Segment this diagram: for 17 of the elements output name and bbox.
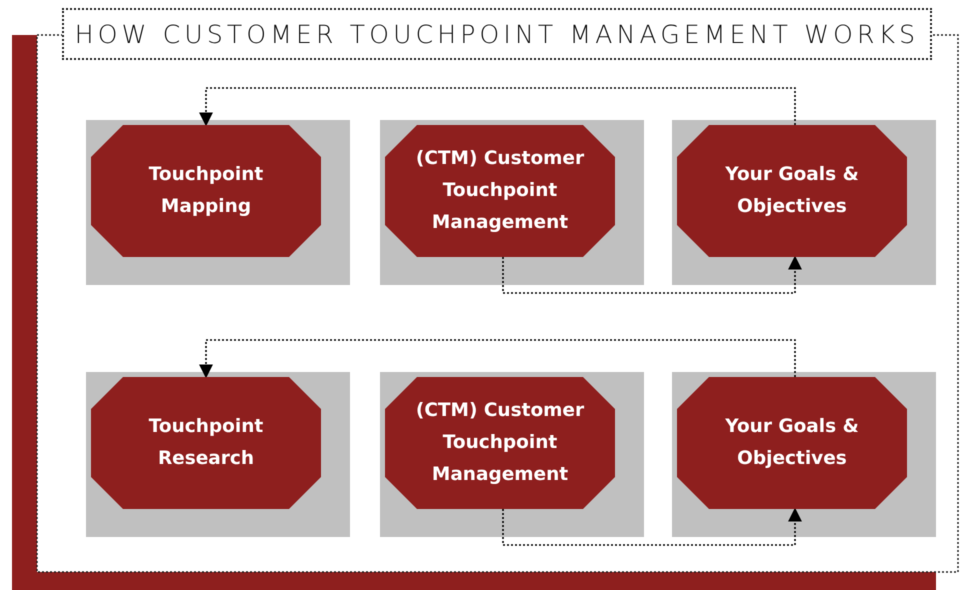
- octagon-box: [677, 377, 907, 509]
- box-label: Your Goals & Objectives: [724, 163, 860, 219]
- arrow: [199, 87, 796, 126]
- arrow: [199, 339, 796, 378]
- octagon-box: [91, 377, 321, 509]
- box-label: Your Goals & Objectives: [724, 415, 860, 471]
- octagon-box: [385, 125, 615, 257]
- octagon-box: [677, 125, 907, 257]
- arrow: [502, 256, 802, 294]
- arrow: [502, 508, 802, 546]
- title: HOW CUSTOMER TOUCHPOINT MANAGEMENT WORKS: [62, 8, 932, 60]
- box-label: Touchpoint Mapping: [148, 163, 264, 219]
- octagon-box: [385, 377, 615, 509]
- box-label: Touchpoint Research: [148, 415, 264, 471]
- box-label: (CTM) Customer Touchpoint Management: [414, 399, 586, 487]
- octagon-box: [91, 125, 321, 257]
- box-label: (CTM) Customer Touchpoint Management: [414, 147, 586, 235]
